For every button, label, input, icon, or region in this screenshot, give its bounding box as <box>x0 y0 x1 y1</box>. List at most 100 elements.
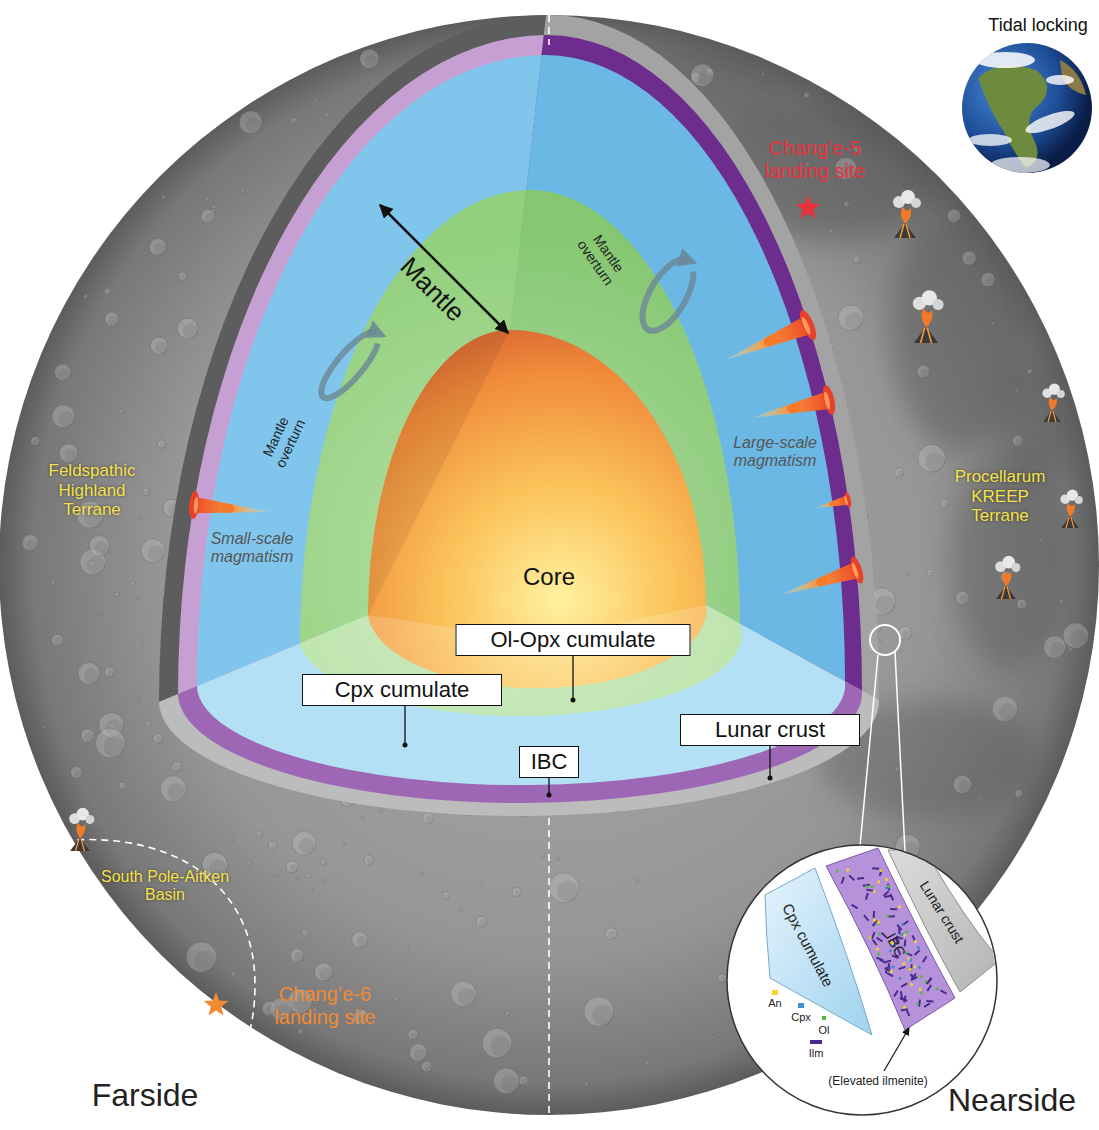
leader-dot <box>403 743 408 748</box>
crater-shadow <box>231 839 234 842</box>
earth-cloud <box>990 157 1050 173</box>
flame <box>901 206 911 224</box>
volcano-cone <box>914 327 938 344</box>
crater-shadow <box>195 950 216 971</box>
crater <box>302 929 309 936</box>
crater <box>1016 389 1019 392</box>
crater <box>51 580 55 584</box>
crater-shadow <box>425 815 433 823</box>
crater-shadow <box>104 736 125 757</box>
lava-flow <box>1048 411 1056 422</box>
crater-shadow <box>155 342 167 354</box>
crater-shadow <box>951 213 960 222</box>
crater-shadow <box>501 1075 519 1093</box>
earth-cloud <box>1046 75 1074 85</box>
eruption-icon <box>1042 384 1064 422</box>
overturn-ring <box>632 252 703 339</box>
crater-shadow <box>458 988 476 1006</box>
crater <box>84 294 88 298</box>
mineral-grain <box>913 965 917 969</box>
mineral-grain <box>940 989 947 994</box>
crater <box>100 612 103 615</box>
plume-tail <box>749 391 831 427</box>
crater <box>364 855 374 865</box>
crater <box>981 273 995 287</box>
crater <box>482 1028 512 1058</box>
basin-outline <box>6 840 255 1105</box>
crater-shadow <box>959 595 968 604</box>
ol-opx-shading <box>300 190 742 716</box>
crater <box>186 942 216 972</box>
mineral-grain <box>885 966 889 973</box>
mineral-grain <box>924 1002 931 1007</box>
layer-name-box: Ol-Opx cumulate <box>456 624 691 656</box>
crater <box>420 873 423 876</box>
crater-shadow <box>367 858 374 865</box>
eruption-icon <box>1060 490 1082 528</box>
mineral-grain <box>866 889 873 892</box>
mineral-grain <box>919 988 922 991</box>
crater-shadow <box>171 334 173 336</box>
crater-shadow <box>33 439 39 445</box>
ibc-layer <box>178 35 862 803</box>
crater <box>157 440 165 448</box>
mineral-grain <box>922 956 927 963</box>
crater <box>52 634 64 646</box>
crater <box>940 499 948 507</box>
crater <box>717 1033 720 1036</box>
crater-shadow <box>167 783 185 801</box>
crater <box>78 663 100 685</box>
mineral-grain <box>884 960 891 964</box>
layer-name-box: Lunar crust <box>680 714 860 746</box>
box-text: Cpx cumulate <box>335 677 470 702</box>
crater-shadow <box>296 877 298 879</box>
crater <box>104 667 114 677</box>
crater <box>150 337 167 354</box>
crater-shadow <box>1070 630 1088 648</box>
mineral-grain <box>919 975 923 979</box>
mineral-grain <box>891 965 895 969</box>
mineral-grain <box>841 877 845 884</box>
mineral-grain <box>872 939 878 946</box>
crater <box>137 699 140 702</box>
crater-shadow <box>1019 602 1026 609</box>
mineral-grain <box>878 932 882 936</box>
legend-label: Ilm <box>809 1047 824 1060</box>
crater-shadow <box>958 780 971 793</box>
ibc-layer <box>178 35 862 803</box>
crater-shadow <box>300 1031 303 1034</box>
crater <box>276 874 279 877</box>
flame <box>1049 396 1057 410</box>
crater-shadow <box>326 114 329 117</box>
crater-shadow <box>301 942 303 944</box>
crater <box>838 305 864 331</box>
crater-shadow <box>506 1012 509 1015</box>
plume-head <box>843 492 852 509</box>
crater <box>306 873 311 878</box>
crater <box>89 536 109 556</box>
mineral-grain <box>884 895 891 898</box>
crater-shadow <box>106 290 111 295</box>
crater <box>112 323 115 326</box>
landing-site-label: Chang’e-6 landing site <box>263 983 388 1029</box>
crater <box>352 932 368 948</box>
volcano-cone <box>1043 410 1061 422</box>
crater-shadow <box>232 973 235 976</box>
overturn-arrow <box>632 252 703 339</box>
mineral-grain <box>873 918 876 922</box>
crater-shadow <box>205 213 214 222</box>
mineral-grain <box>900 998 907 1002</box>
smoke <box>85 815 94 824</box>
crater <box>149 239 166 256</box>
cpx-layer <box>197 55 845 785</box>
mineral-grain <box>876 957 883 961</box>
leader-dot <box>571 698 576 703</box>
crater <box>138 516 142 520</box>
earth-caption: Tidal locking <box>988 15 1087 36</box>
crater-shadow <box>121 410 124 413</box>
decorations <box>69 190 1083 1016</box>
plume-blob <box>829 500 837 507</box>
mineral-grain <box>909 959 912 962</box>
magma-plume <box>719 308 820 375</box>
crater-shadow <box>805 94 809 98</box>
